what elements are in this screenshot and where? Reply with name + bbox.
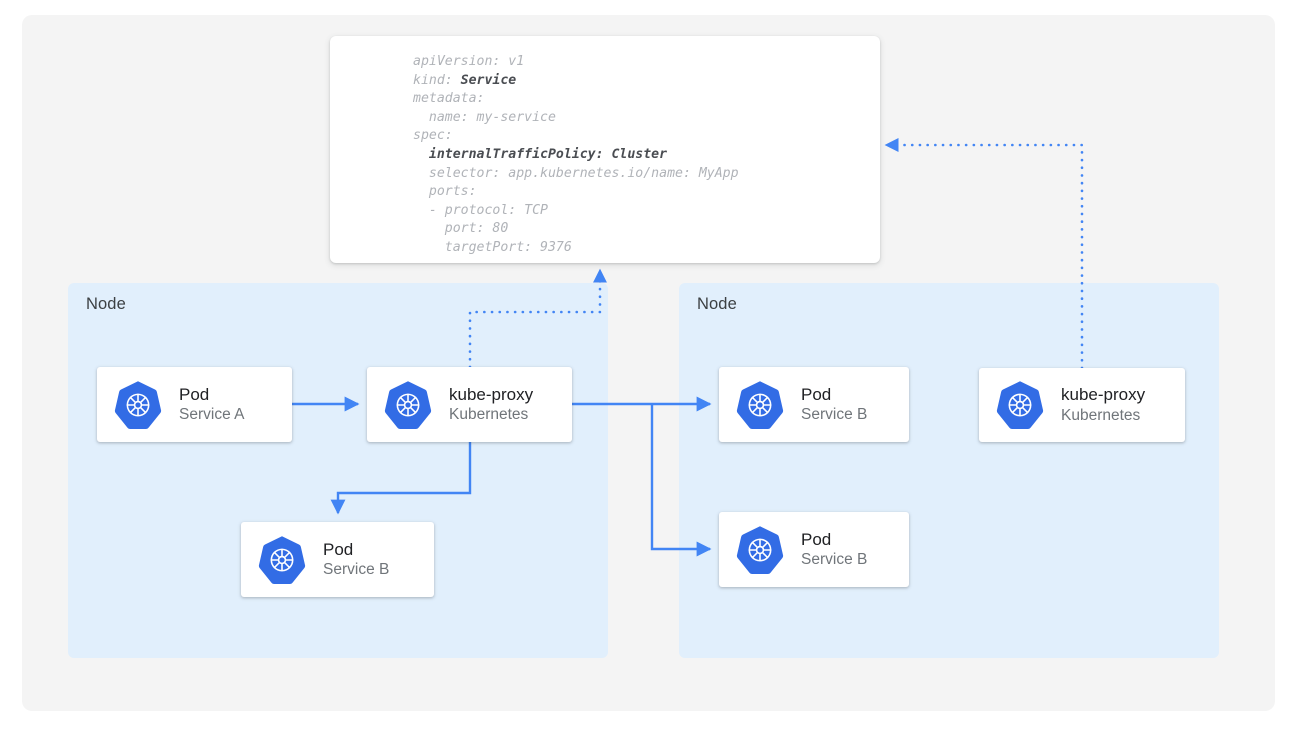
node-container-left: Node bbox=[68, 283, 608, 658]
card-kube-proxy-right[interactable]: kube-proxy Kubernetes bbox=[979, 368, 1185, 442]
card-kube-proxy-left[interactable]: kube-proxy Kubernetes bbox=[367, 367, 572, 442]
card-subtitle: Service B bbox=[801, 551, 868, 569]
card-title: Pod bbox=[801, 529, 832, 549]
card-subtitle: Kubernetes bbox=[449, 406, 529, 424]
kubernetes-icon bbox=[384, 380, 432, 429]
card-title: kube-proxy bbox=[449, 384, 534, 404]
node-container-right: Node bbox=[679, 283, 1219, 658]
service-manifest-code: apiVersion: v1 kind: Service metadata: n… bbox=[413, 54, 739, 255]
service-manifest-box: apiVersion: v1 kind: Service metadata: n… bbox=[330, 36, 880, 263]
card-text: Pod Service A bbox=[179, 384, 244, 426]
card-text: Pod Service B bbox=[801, 384, 867, 426]
card-pod-service-b-right-top[interactable]: Pod Service B bbox=[719, 367, 909, 442]
card-text: Pod Service B bbox=[801, 529, 867, 571]
card-subtitle: Service B bbox=[801, 406, 868, 424]
kubernetes-icon bbox=[736, 380, 784, 429]
card-subtitle: Kubernetes bbox=[1061, 406, 1141, 424]
card-title: Pod bbox=[323, 539, 354, 559]
card-text: Pod Service B bbox=[323, 539, 389, 581]
card-subtitle: Service A bbox=[179, 406, 245, 424]
card-title: kube-proxy bbox=[1061, 385, 1146, 405]
card-title: Pod bbox=[179, 384, 210, 404]
kubernetes-icon bbox=[258, 535, 306, 584]
card-pod-service-b-left[interactable]: Pod Service B bbox=[241, 522, 434, 597]
card-text: kube-proxy Kubernetes bbox=[449, 384, 533, 426]
card-text: kube-proxy Kubernetes bbox=[1061, 384, 1145, 426]
kubernetes-icon bbox=[736, 525, 784, 574]
card-title: Pod bbox=[801, 384, 832, 404]
kubernetes-icon bbox=[996, 381, 1044, 429]
kubernetes-icon bbox=[114, 380, 162, 429]
card-pod-service-a[interactable]: Pod Service A bbox=[97, 367, 292, 442]
node-label-left: Node bbox=[86, 295, 126, 313]
node-label-right: Node bbox=[697, 295, 737, 313]
card-pod-service-b-right-bottom[interactable]: Pod Service B bbox=[719, 512, 909, 587]
card-subtitle: Service B bbox=[323, 561, 390, 579]
